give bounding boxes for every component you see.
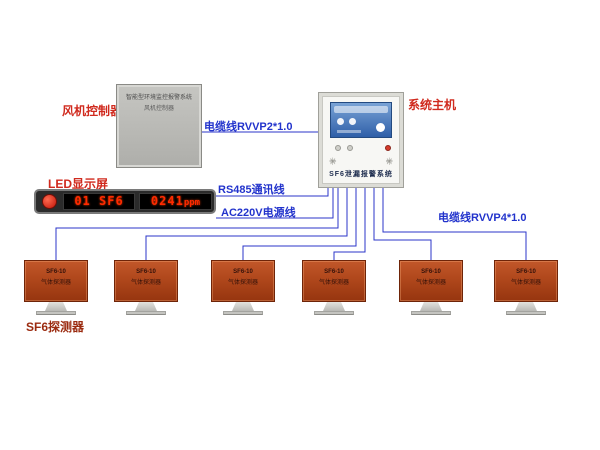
detector-base [314, 311, 354, 315]
detector-model: SF6-10 [421, 269, 441, 275]
detector-stand [515, 302, 537, 311]
detector-model: SF6-10 [324, 269, 344, 275]
fan-controller-label: 风机控制器 [62, 104, 123, 118]
fan-box-title: 智能型环境监控报警系统 [125, 95, 192, 101]
fan-swirl-icon: ✳ [329, 156, 337, 166]
sf6-detector-unit: SF6-10 气体探测器 [494, 260, 558, 318]
detector-wire-5 [373, 188, 432, 260]
ac220v-label: AC220V电源线 [221, 207, 296, 219]
screen-status-dot [376, 123, 385, 132]
screen-icon [337, 118, 344, 125]
fan-controller-box: 智能型环境监控报警系统 风机控制器 [116, 84, 202, 168]
cable-rvvp4-label: 电缆线RVVP4*1.0 [438, 212, 527, 224]
fan-swirl-icon: ✳ [385, 156, 393, 166]
system-host-label: 系统主机 [408, 98, 457, 112]
detector-base [126, 311, 166, 315]
led-power-light [42, 194, 57, 209]
detector-name: 气体探测器 [510, 280, 541, 286]
fan-box-subtitle: 风机控制器 [143, 106, 174, 112]
led-value: 0241 [150, 194, 184, 208]
detector-name: 气体探测器 [415, 280, 446, 286]
detector-base [411, 311, 451, 315]
led-channel-window: 01 SF6 [63, 193, 135, 210]
led-unit: ppm [183, 198, 201, 208]
led-display-label: LED显示屏 [48, 177, 109, 191]
sf6-detector-unit: SF6-10 气体探测器 [114, 260, 178, 318]
host-screen [330, 102, 392, 138]
detector-body: SF6-10 气体探测器 [24, 260, 88, 302]
detector-stand [420, 302, 442, 311]
detector-model: SF6-10 [136, 269, 156, 275]
rs485-label: RS485通讯线 [218, 184, 285, 196]
screen-readout-bar [337, 130, 361, 133]
detector-model: SF6-10 [46, 269, 66, 275]
detector-body: SF6-10 气体探测器 [302, 260, 366, 302]
fan-swirl-icon: ✳ [329, 157, 337, 167]
detector-wire-2 [145, 188, 348, 260]
screen-titlebar [334, 106, 388, 113]
host-panel-title: SF6泄漏报警系统 [329, 171, 393, 178]
detector-body: SF6-10 气体探测器 [494, 260, 558, 302]
detector-model: SF6-10 [233, 269, 253, 275]
sf6-detector-unit: SF6-10 气体探测器 [399, 260, 463, 318]
detector-stand [135, 302, 157, 311]
sf6-detector-unit: SF6-10 气体探测器 [302, 260, 366, 318]
screen-icon [349, 118, 356, 125]
detector-body: SF6-10 气体探测器 [399, 260, 463, 302]
host-faceplate: ✳ ✳ ✳ ✳ SF6泄漏报警系统 [322, 96, 400, 184]
sf6-detector-label: SF6探测器 [26, 320, 85, 334]
detector-stand [45, 302, 67, 311]
detector-stand [323, 302, 345, 311]
sf6-detector-unit: SF6-10 气体探测器 [211, 260, 275, 318]
detector-wire-1 [55, 188, 339, 260]
led-gas: SF6 [99, 194, 124, 208]
detector-wire-6 [382, 188, 527, 260]
detector-body: SF6-10 气体探测器 [211, 260, 275, 302]
rs485-wire [216, 188, 329, 197]
detector-base [223, 311, 263, 315]
detector-name: 气体探测器 [227, 280, 258, 286]
detector-model: SF6-10 [516, 269, 536, 275]
fan-swirl-icon: ✳ [385, 157, 393, 167]
detector-stand [232, 302, 254, 311]
system-host-panel: ✳ ✳ ✳ ✳ SF6泄漏报警系统 [318, 92, 404, 188]
detector-name: 气体探测器 [130, 280, 161, 286]
detector-wire-4 [333, 188, 366, 260]
host-alarm-led [385, 145, 391, 151]
detector-name: 气体探测器 [318, 280, 349, 286]
detector-wire-3 [242, 188, 357, 260]
host-button [335, 145, 341, 151]
detector-base [36, 311, 76, 315]
led-value-window: 0241ppm [139, 193, 212, 210]
led-display: 01 SF6 0241ppm [34, 189, 216, 214]
host-button [347, 145, 353, 151]
led-channel: 01 [74, 194, 91, 208]
cable-rvvp2-label: 电缆线RVVP2*1.0 [204, 121, 293, 133]
detector-body: SF6-10 气体探测器 [114, 260, 178, 302]
sf6-detector-unit: SF6-10 气体探测器 [24, 260, 88, 318]
ac220v-wire [216, 188, 334, 219]
detector-base [506, 311, 546, 315]
detector-name: 气体探测器 [40, 280, 71, 286]
